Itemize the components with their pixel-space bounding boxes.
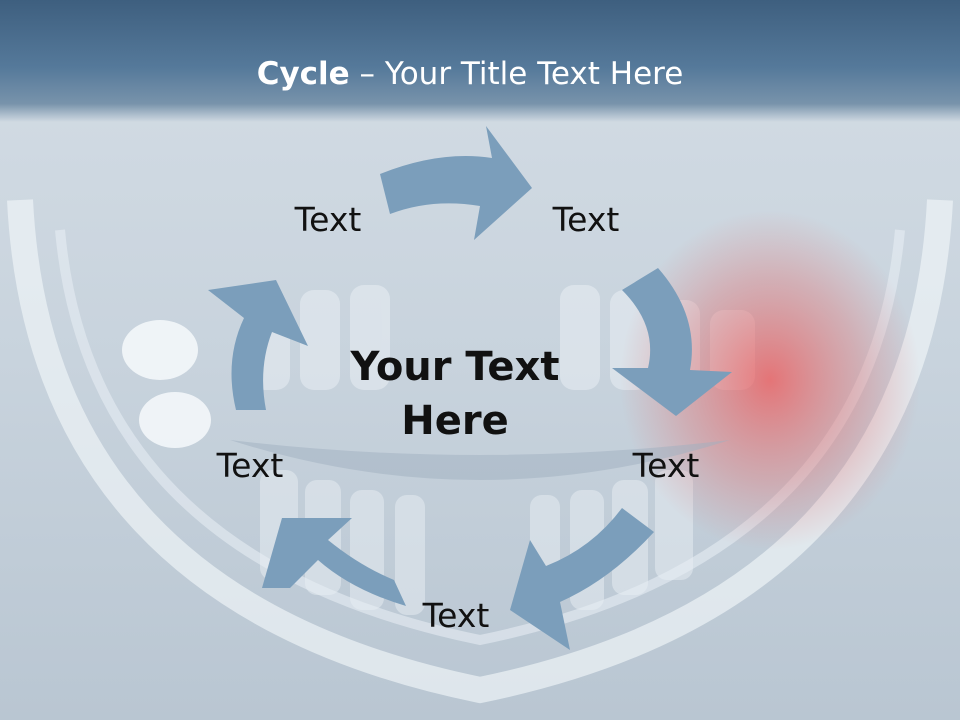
- cycle-node-label-3: Text: [632, 446, 700, 485]
- cycle-arrow-1: [380, 126, 532, 240]
- cycle-node-label-1: Text: [294, 200, 362, 239]
- title-rest-part: – Your Title Text Here: [349, 56, 684, 92]
- cycle-arrow-4: [262, 518, 406, 606]
- cycle-node-label-4: Text: [422, 596, 490, 635]
- cycle-arrow-2: [612, 268, 732, 416]
- center-text-line-2: Here: [401, 398, 509, 444]
- slide-title: Cycle – Your Title Text Here: [0, 54, 940, 94]
- cycle-node-label-2: Text: [552, 200, 620, 239]
- center-text-line-1: Your Text: [350, 344, 560, 390]
- cycle-arrow-5: [208, 280, 308, 410]
- center-text: Your Text Here: [325, 340, 585, 448]
- cycle-arrow-3: [510, 508, 654, 650]
- title-bar: [0, 0, 960, 122]
- title-bold-part: Cycle: [256, 56, 350, 92]
- cycle-node-label-5: Text: [216, 446, 284, 485]
